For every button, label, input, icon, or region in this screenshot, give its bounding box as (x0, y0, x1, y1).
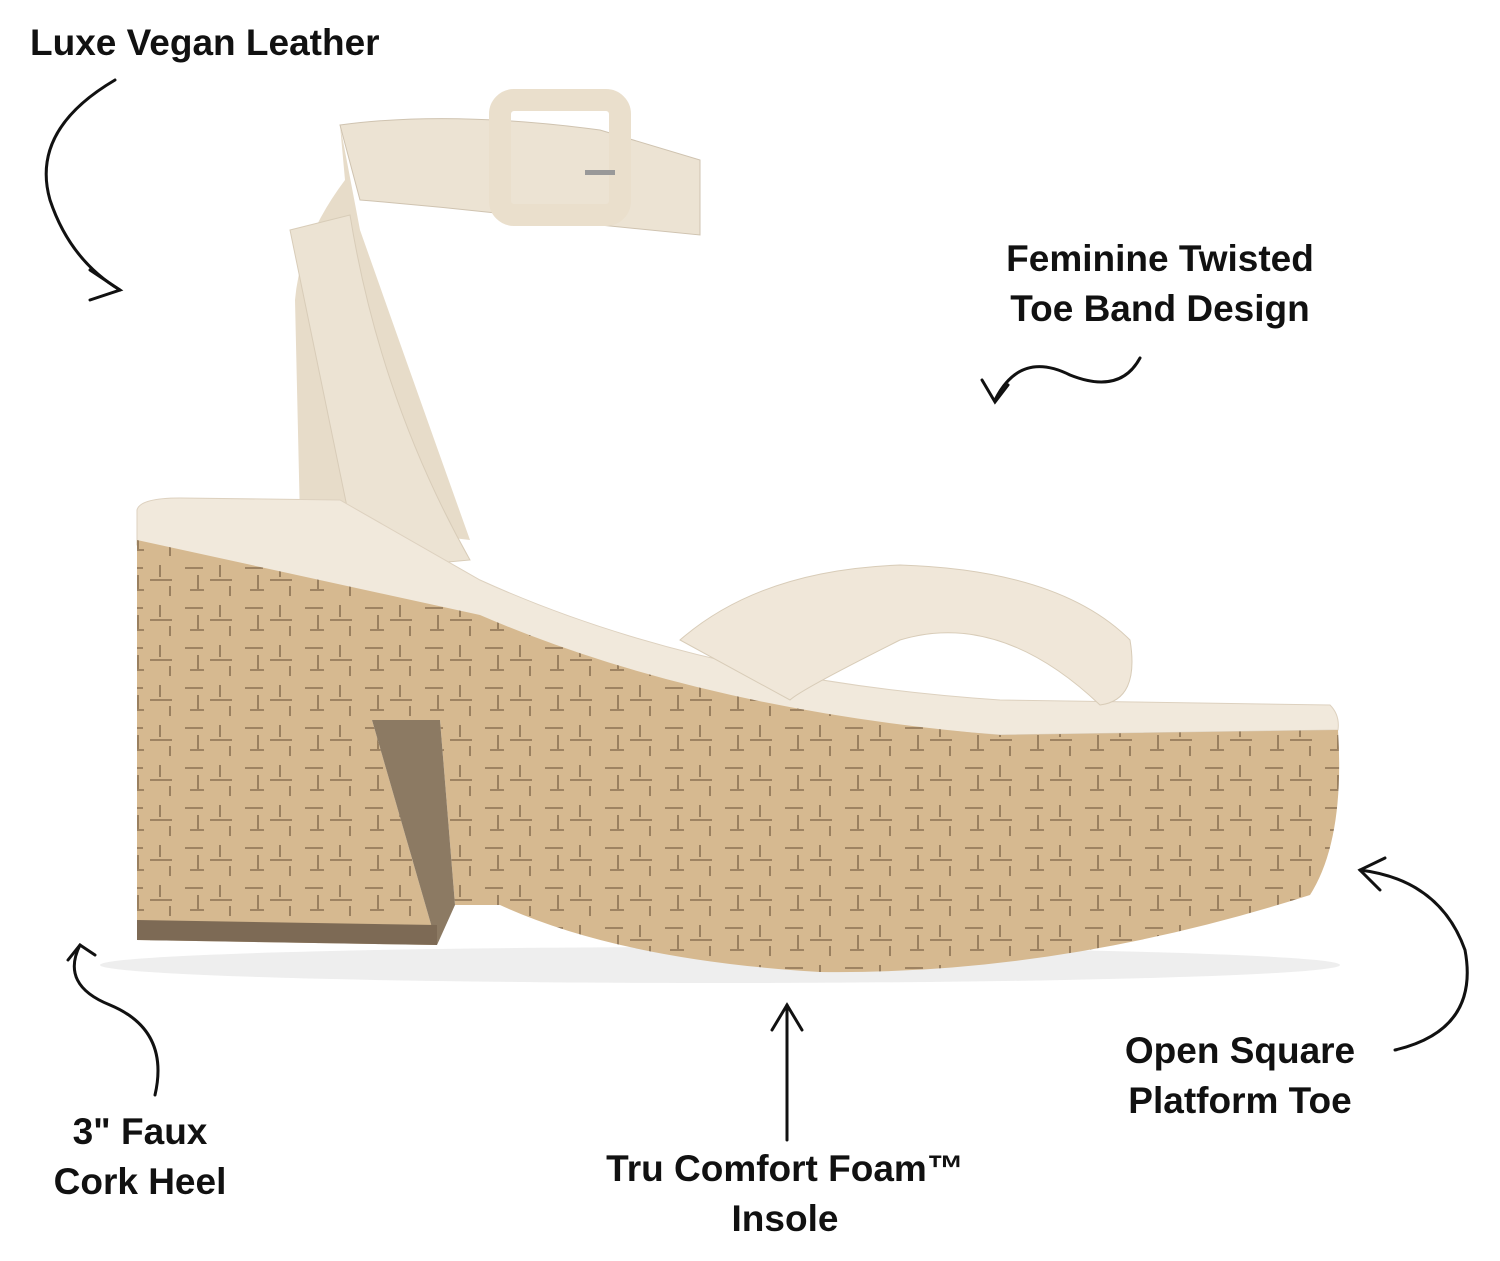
callout-toe: Open Square Platform Toe (1060, 1026, 1420, 1126)
callout-leather: Luxe Vegan Leather (30, 18, 380, 68)
callout-line: Tru Comfort Foam™ (606, 1148, 964, 1189)
callout-line: Insole (731, 1198, 839, 1239)
callout-line: 3" Faux (72, 1111, 208, 1152)
callout-line: Luxe Vegan Leather (30, 22, 380, 63)
cork-platform (137, 540, 1340, 973)
heel-sole (137, 920, 437, 945)
buckle (489, 89, 631, 226)
arrows (44, 78, 1469, 1142)
callout-line: Platform Toe (1128, 1080, 1352, 1121)
callout-line: Feminine Twisted (1006, 238, 1314, 279)
callout-heel: 3" Faux Cork Heel (0, 1107, 280, 1207)
arrow-toe (1358, 868, 1469, 1052)
callout-line: Open Square (1124, 1030, 1356, 1071)
arrow-heel (72, 943, 160, 1097)
callout-toe-band: Feminine Twisted Toe Band Design (960, 234, 1360, 334)
callout-line: Toe Band Design (1010, 288, 1310, 329)
arrow-toe-band (993, 356, 1142, 402)
arrow-leather (44, 78, 122, 292)
heel-inner (372, 720, 455, 945)
buckle-pin (585, 170, 615, 175)
callout-line: Cork Heel (53, 1161, 227, 1202)
arrowhead-leather (88, 268, 124, 302)
toe-band (679, 564, 1133, 706)
side-strap (289, 214, 471, 571)
callout-insole: Tru Comfort Foam™ Insole (560, 1144, 1010, 1244)
